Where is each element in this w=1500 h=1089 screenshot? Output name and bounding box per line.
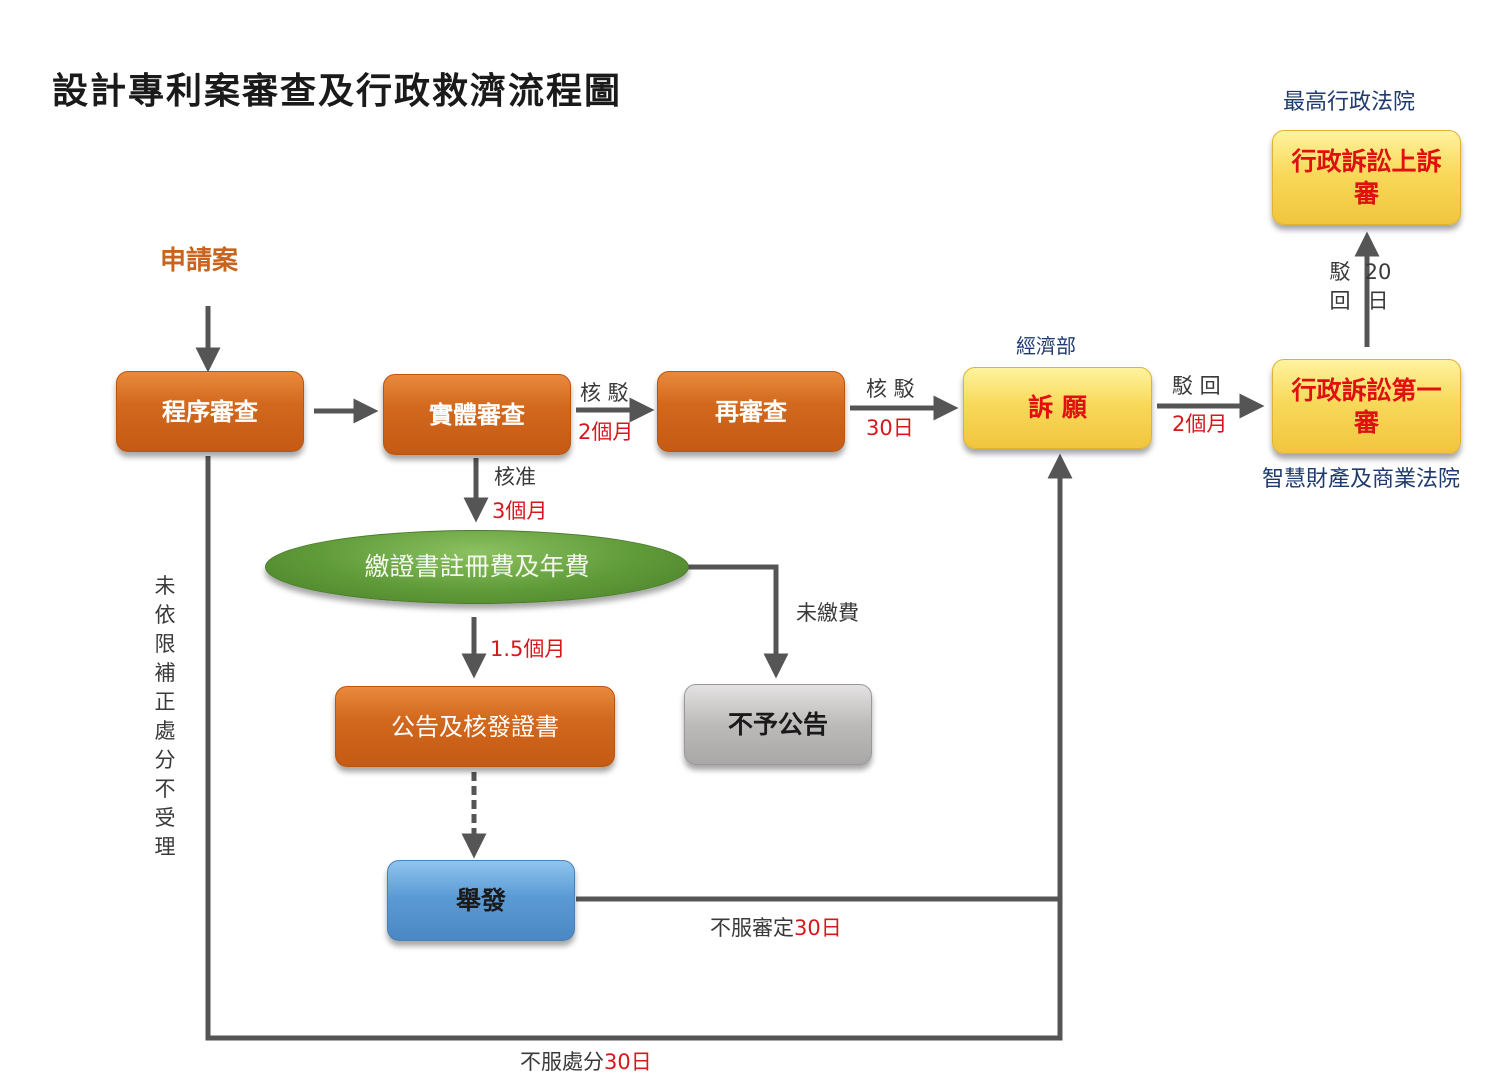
page-title: 設計專利案審查及行政救濟流程圖	[52, 71, 623, 112]
node-pay-fees[interactable]: 繳證書註冊費及年費	[265, 530, 689, 604]
court-label-supreme: 最高行政法院	[1283, 90, 1416, 115]
edge-label-dismiss-vertical: 駁回	[1329, 260, 1351, 313]
edge-label: 不服處分	[520, 1050, 604, 1074]
node-appeal[interactable]: 訴 願	[963, 367, 1152, 449]
node-label: 舉發	[455, 885, 506, 915]
edge-label-disposition-appeal: 不服處分30日	[520, 1046, 652, 1076]
edge-label-unpaid: 未繳費	[796, 601, 859, 625]
node-label: 再審查	[715, 397, 787, 426]
court-label-ministry: 經濟部	[1016, 334, 1076, 358]
node-publish-certificate[interactable]: 公告及核發證書	[335, 686, 615, 767]
edge-unpaid	[688, 564, 789, 679]
node-invalidation[interactable]: 舉發	[387, 860, 575, 941]
edge-period: 30日	[794, 916, 842, 940]
edge-procedural-appeal	[205, 453, 1073, 1041]
node-re-examination[interactable]: 再審查	[657, 371, 845, 452]
node-not-published[interactable]: 不予公告	[684, 684, 872, 765]
edge-label-reject: 核 駁	[866, 377, 915, 401]
node-label: 程序審查	[162, 397, 258, 426]
node-label: 不予公告	[727, 709, 828, 739]
edge-period: 30日	[866, 416, 914, 440]
edge-label-reject: 核 駁	[580, 381, 629, 405]
node-admin-litigation-appeal[interactable]: 行政訴訟上訴審	[1272, 130, 1461, 225]
start-label: 申請案	[160, 246, 239, 276]
node-label: 繳證書註冊費及年費	[364, 552, 590, 582]
node-label: 公告及核發證書	[391, 712, 559, 741]
edge-label-procedural-reject: 未依限補正處分不受理	[154, 574, 176, 859]
edge-label-invalidation-appeal: 不服審定30日	[710, 912, 842, 942]
edge-label: 不服審定	[710, 916, 794, 940]
edge-period: 3個月	[492, 499, 548, 523]
edge-period-vertical: 20日	[1364, 260, 1392, 313]
node-substantive-review[interactable]: 實體審查	[383, 374, 571, 455]
node-label: 行政訴訟第一審	[1291, 376, 1442, 437]
edge-period: 2個月	[578, 420, 634, 444]
court-label-ip-court: 智慧財產及商業法院	[1262, 467, 1461, 492]
edge-period: 30日	[604, 1050, 652, 1074]
node-label: 行政訴訟上訴審	[1291, 147, 1442, 208]
edge-period: 2個月	[1172, 412, 1228, 436]
edge-label-approve: 核准	[494, 465, 536, 489]
node-procedural-review[interactable]: 程序審查	[116, 371, 304, 452]
edge-period: 1.5個月	[490, 637, 566, 661]
edge-label-dismiss: 駁 回	[1172, 374, 1221, 398]
node-label: 訴 願	[1028, 393, 1087, 423]
node-admin-litigation-first[interactable]: 行政訴訟第一審	[1272, 359, 1461, 454]
node-label: 實體審查	[429, 400, 525, 429]
